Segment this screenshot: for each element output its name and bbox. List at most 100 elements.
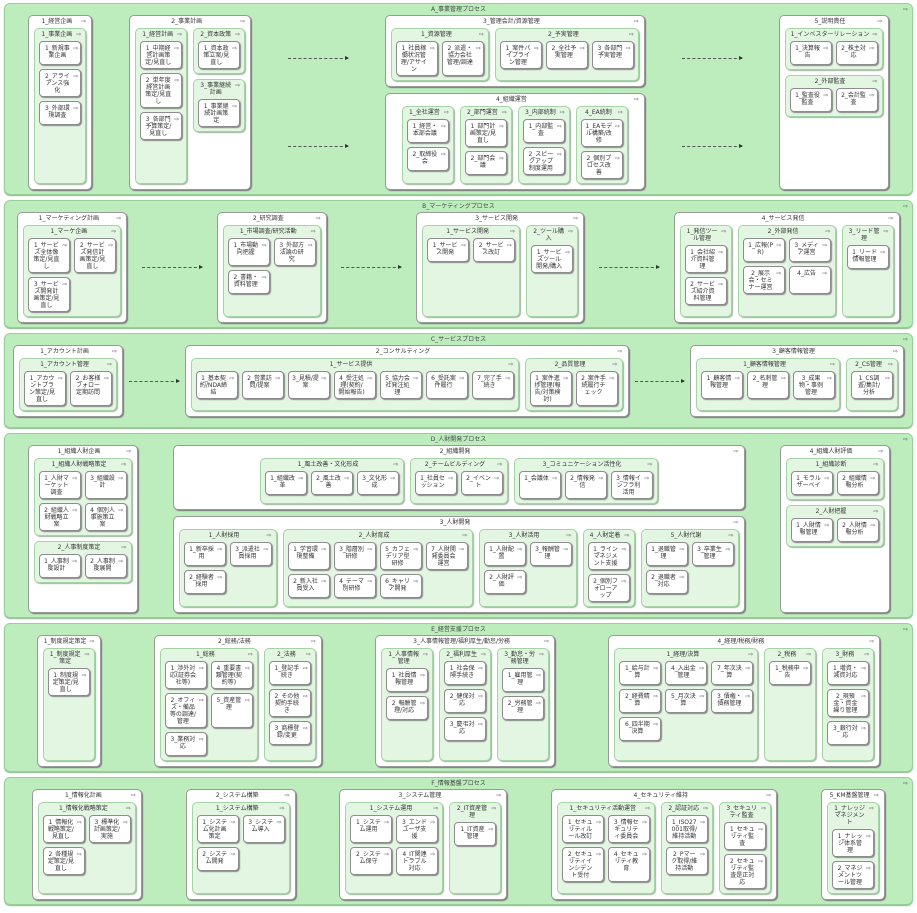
process-subgroup[interactable]: 1_情報化戦略策定⇨1_情報化戦略策定/見直し⇨3_標準化計画策定/実施⇨2_各… <box>37 802 136 894</box>
process-item[interactable]: 4_個別人事施策立案⇨ <box>84 503 127 531</box>
arrow-right-icon[interactable]: ⇨ <box>758 858 764 865</box>
arrow-right-icon[interactable]: ⇨ <box>498 123 504 130</box>
arrow-right-icon[interactable]: ⇨ <box>598 475 604 482</box>
arrow-right-icon[interactable]: ⇨ <box>596 819 602 826</box>
process-subgroup[interactable]: 2_福利厚生⇨1_社会保険手続き⇨2_健保対応⇨3_慶弔対応⇨ <box>439 648 492 761</box>
arrow-right-icon[interactable]: ⇨ <box>232 45 238 52</box>
process-item[interactable]: 1_給与計算⇨ <box>619 661 662 685</box>
process-item[interactable]: 2_経験者採用⇨ <box>183 570 226 594</box>
arrow-right-icon[interactable]: ⇨ <box>321 375 327 382</box>
arrow-right-icon[interactable]: ⇨ <box>884 375 890 382</box>
process-item[interactable]: 2_その他契約手続き⇨ <box>268 689 311 717</box>
arrow-right-icon[interactable]: ⇨ <box>461 242 467 249</box>
arrow-right-icon[interactable]: ⇨ <box>824 522 830 529</box>
arrow-right-icon[interactable]: ⇨ <box>76 851 82 858</box>
process-subgroup[interactable]: 2_IT資産管理⇨1_IT資産管理⇨ <box>449 802 502 894</box>
arrow-right-icon[interactable]: ⇨ <box>122 819 128 826</box>
process-item[interactable]: 1_登記手続き⇨ <box>268 661 311 685</box>
arrow-right-icon[interactable]: ⇨ <box>888 215 894 222</box>
process-item[interactable]: 1_リード情報管理⇨ <box>846 245 889 269</box>
process-group[interactable]: 2_組織開発⇨1_風土改善・文化形成⇨1_組織改革⇨2_風土改善⇨3_文化形成⇨… <box>172 445 745 510</box>
arrow-right-icon[interactable]: ⇨ <box>874 792 880 799</box>
process-group[interactable]: 2_コンサルティング⇨1_サービス提供⇨1_基本契約/NDA締結⇨2_営業訪問/… <box>184 345 629 417</box>
arrow-right-icon[interactable]: ⇨ <box>62 242 68 249</box>
arrow-right-icon[interactable]: ⇨ <box>579 45 585 52</box>
process-item[interactable]: 4_入出金管理⇨ <box>665 661 708 685</box>
arrow-right-icon[interactable]: ⇨ <box>628 31 634 38</box>
process-subgroup[interactable]: 1_市場調査/研究活動⇨1_市場動向把握⇨3_外部方法論の研究⇨2_書籍・資料管… <box>222 225 321 317</box>
process-item[interactable]: 2_書籍・資料管理⇨ <box>227 270 270 294</box>
arrow-right-icon[interactable]: ⇨ <box>758 826 764 833</box>
process-subgroup[interactable]: 5_人財代謝⇨1_退職管理⇨3_卒業生管理⇨2_退職者対応⇨ <box>640 529 739 607</box>
arrow-right-icon[interactable]: ⇨ <box>861 725 867 732</box>
process-item[interactable]: 1_監査役監査⇨ <box>789 88 832 112</box>
process-subgroup[interactable]: 3_事業継続計画⇨1_事業継続計画策定⇨ <box>193 79 246 132</box>
arrow-right-icon[interactable]: ⇨ <box>872 78 878 85</box>
arrow-right-icon[interactable]: ⇨ <box>679 546 685 553</box>
process-item[interactable]: 2_経費精算⇨ <box>619 689 662 713</box>
process-item[interactable]: 1_広報(PR)⇨ <box>742 238 785 262</box>
arrow-right-icon[interactable]: ⇨ <box>488 826 494 833</box>
process-item[interactable]: 1_アカウントプラン策定/見直し⇨ <box>24 371 66 406</box>
arrow-right-icon[interactable]: ⇨ <box>880 249 886 256</box>
arrow-right-icon[interactable]: ⇨ <box>230 819 236 826</box>
process-item[interactable]: 3_階層別研修⇨ <box>333 542 376 570</box>
arrow-right-icon[interactable]: ⇨ <box>276 819 282 826</box>
process-item[interactable]: 2_セキュリティインシデント受付⇨ <box>562 847 605 882</box>
arrow-right-icon[interactable]: ⇨ <box>302 725 308 732</box>
arrow-right-icon[interactable]: ⇨ <box>566 532 572 539</box>
arrow-right-icon[interactable]: ⇨ <box>121 544 127 551</box>
process-group[interactable]: 4_サービス発信⇨1_発信ツール管理⇨1_会社紹介資料管理⇨2_サービス紹介資料… <box>673 212 900 323</box>
process-item[interactable]: 4_受注処理(契約/開始報告)⇨ <box>333 371 376 399</box>
process-group[interactable]: 3_人財開発⇨1_人財採用⇨1_新卒採用⇨3_派遣社員採用⇨2_経験者採用⇨2_… <box>172 516 745 613</box>
process-group[interactable]: 4_組織運営⇨1_全社運営⇨1_経営・本部会議⇨2_取締役会⇨2_部門運営⇨1_… <box>384 93 645 190</box>
arrow-right-icon[interactable]: ⇨ <box>310 228 316 235</box>
arrow-right-icon[interactable]: ⇨ <box>563 375 569 382</box>
arrow-right-icon[interactable]: ⇨ <box>72 475 78 482</box>
process-subgroup[interactable]: 1_システム構築⇨1_システム化計画策定⇨3_システム導入⇨2_システム開発⇨ <box>191 802 290 894</box>
arrow-right-icon[interactable]: ⇨ <box>869 638 875 645</box>
process-item[interactable]: 2_情報発信⇨ <box>564 471 607 499</box>
process-subgroup[interactable]: 1_人財採用⇨1_新卒採用⇨3_派遣社員採用⇨2_経験者採用⇨ <box>178 529 277 607</box>
process-item[interactable]: 1_案件進捗管理(報告/対策検討)⇨ <box>529 371 572 406</box>
process-group[interactable]: 5_説明責任⇨1_インベスターリレーション⇨1_決算報告⇨2_株主対応⇨2_外部… <box>778 15 889 190</box>
arrow-right-icon[interactable]: ⇨ <box>625 45 631 52</box>
arrow-right-icon[interactable]: ⇨ <box>822 242 828 249</box>
arrow-right-icon[interactable]: ⇨ <box>633 96 639 103</box>
arrow-right-icon[interactable]: ⇨ <box>647 461 653 468</box>
process-item[interactable]: 3_メディア運営⇨ <box>788 238 831 262</box>
arrow-right-icon[interactable]: ⇨ <box>130 792 136 799</box>
arrow-right-icon[interactable]: ⇨ <box>573 215 579 222</box>
process-item[interactable]: 1_組織改革⇨ <box>264 471 307 495</box>
arrow-right-icon[interactable]: ⇨ <box>321 546 327 553</box>
process-item[interactable]: 3_各部門予算策定/見直し⇨ <box>140 112 183 140</box>
arrow-right-icon[interactable]: ⇨ <box>496 792 502 799</box>
process-item[interactable]: 2_サービス発信計画策定/見直し⇨ <box>74 238 117 273</box>
process-item[interactable]: 2_マネジメントツール管理⇨ <box>832 861 875 889</box>
arrow-right-icon[interactable]: ⇨ <box>823 92 829 99</box>
process-item[interactable]: 3_成果物・事例管理⇨ <box>793 371 835 399</box>
process-item[interactable]: 1_学習環境整備⇨ <box>287 542 330 570</box>
process-item[interactable]: 7_完了手続き⇨ <box>471 371 514 399</box>
process-subgroup[interactable]: 2_予実管理⇨1_案件パイプライン管理⇨2_全社予実管理⇨3_各部門予実管理⇨ <box>494 28 639 81</box>
arrow-right-icon[interactable]: ⇨ <box>73 105 79 112</box>
process-item[interactable]: 1_決算報告⇨ <box>789 41 832 65</box>
process-item[interactable]: 5_資産管理⇨ <box>210 693 253 728</box>
arrow-right-icon[interactable]: ⇨ <box>902 780 908 787</box>
process-item[interactable]: 3_業務対応⇨ <box>164 732 207 756</box>
arrow-right-icon[interactable]: ⇨ <box>384 851 390 858</box>
arrow-right-icon[interactable]: ⇨ <box>507 242 513 249</box>
arrow-right-icon[interactable]: ⇨ <box>510 228 516 235</box>
arrow-right-icon[interactable]: ⇨ <box>279 805 285 812</box>
process-item[interactable]: 3_組織設計⇨ <box>84 471 127 499</box>
process-item[interactable]: 3_見積/提案⇨ <box>287 371 330 399</box>
process-subgroup[interactable]: 1_組織人財戦略策定⇨1_人財マーケット調査⇨3_組織設計⇨2_組織人財戦略立案… <box>33 458 132 536</box>
arrow-right-icon[interactable]: ⇨ <box>106 361 112 368</box>
process-item[interactable]: 2_アライアンス強化⇨ <box>39 69 82 97</box>
process-item[interactable]: 3_外部方法論の研究⇨ <box>273 238 316 266</box>
arrow-right-icon[interactable]: ⇨ <box>517 546 523 553</box>
process-subgroup[interactable]: 1_顧客情報管理⇨1_顧客情報管理⇨2_名刺管理⇨3_成果物・事例管理⇨ <box>696 358 840 411</box>
arrow-right-icon[interactable]: ⇨ <box>617 109 623 116</box>
arrow-right-icon[interactable]: ⇨ <box>556 151 562 158</box>
arrow-right-icon[interactable]: ⇨ <box>878 448 884 455</box>
